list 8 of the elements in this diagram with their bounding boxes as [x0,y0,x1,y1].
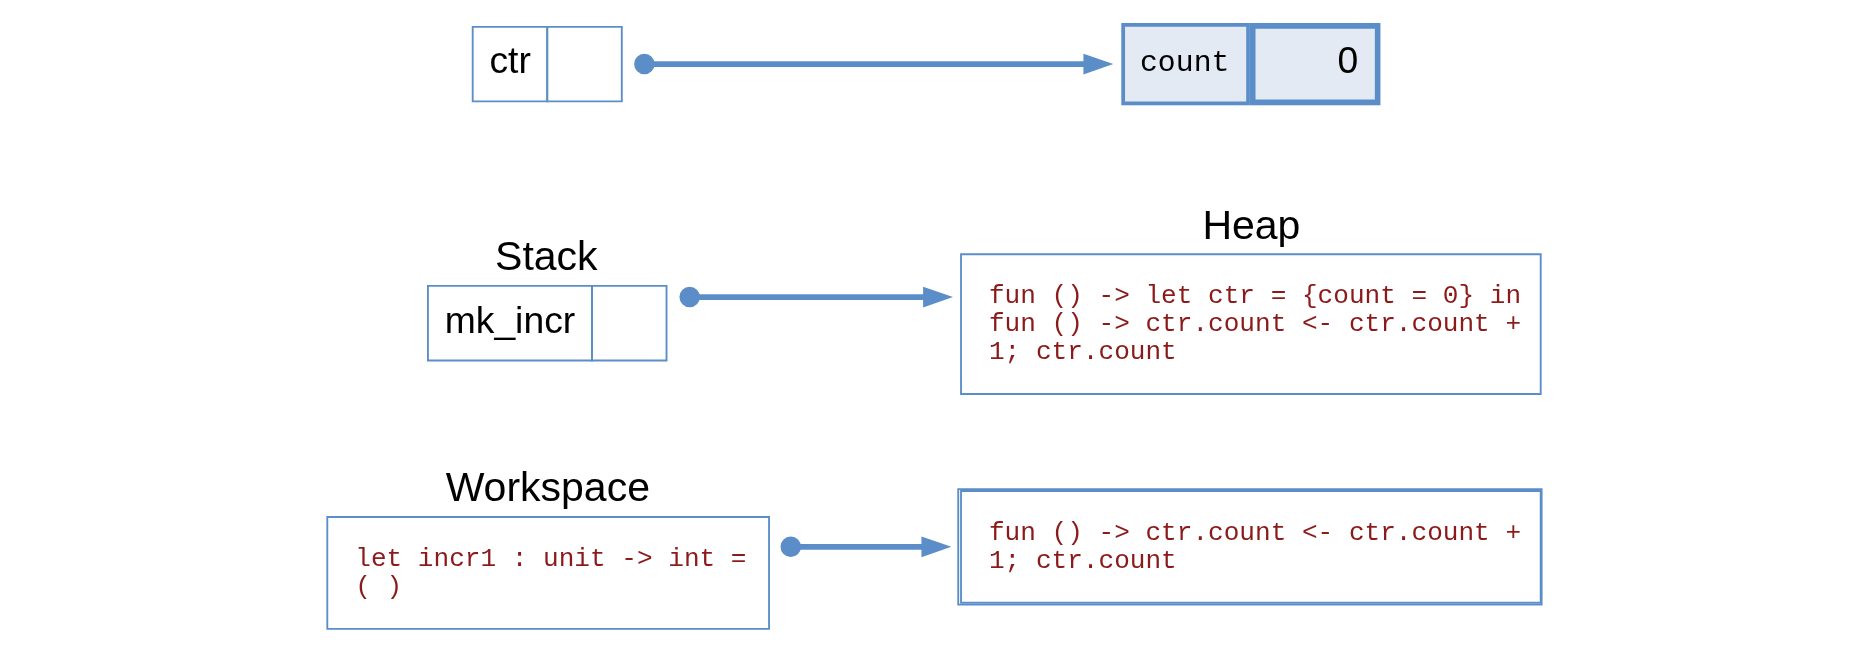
node-label: Heap [1201,201,1300,248]
node-box: fun () -> let ctr = {count = 0} in fun () -> ctr.count <- ctr.count + 1; ctr.count [959,253,1542,395]
node-box: let incr1 : unit -> int = ( ) [325,516,770,630]
arrow [633,53,1113,75]
node-label: Stack [494,233,598,280]
arrow [678,286,953,308]
arrow [780,536,951,558]
node-label: Workspace [445,464,650,511]
